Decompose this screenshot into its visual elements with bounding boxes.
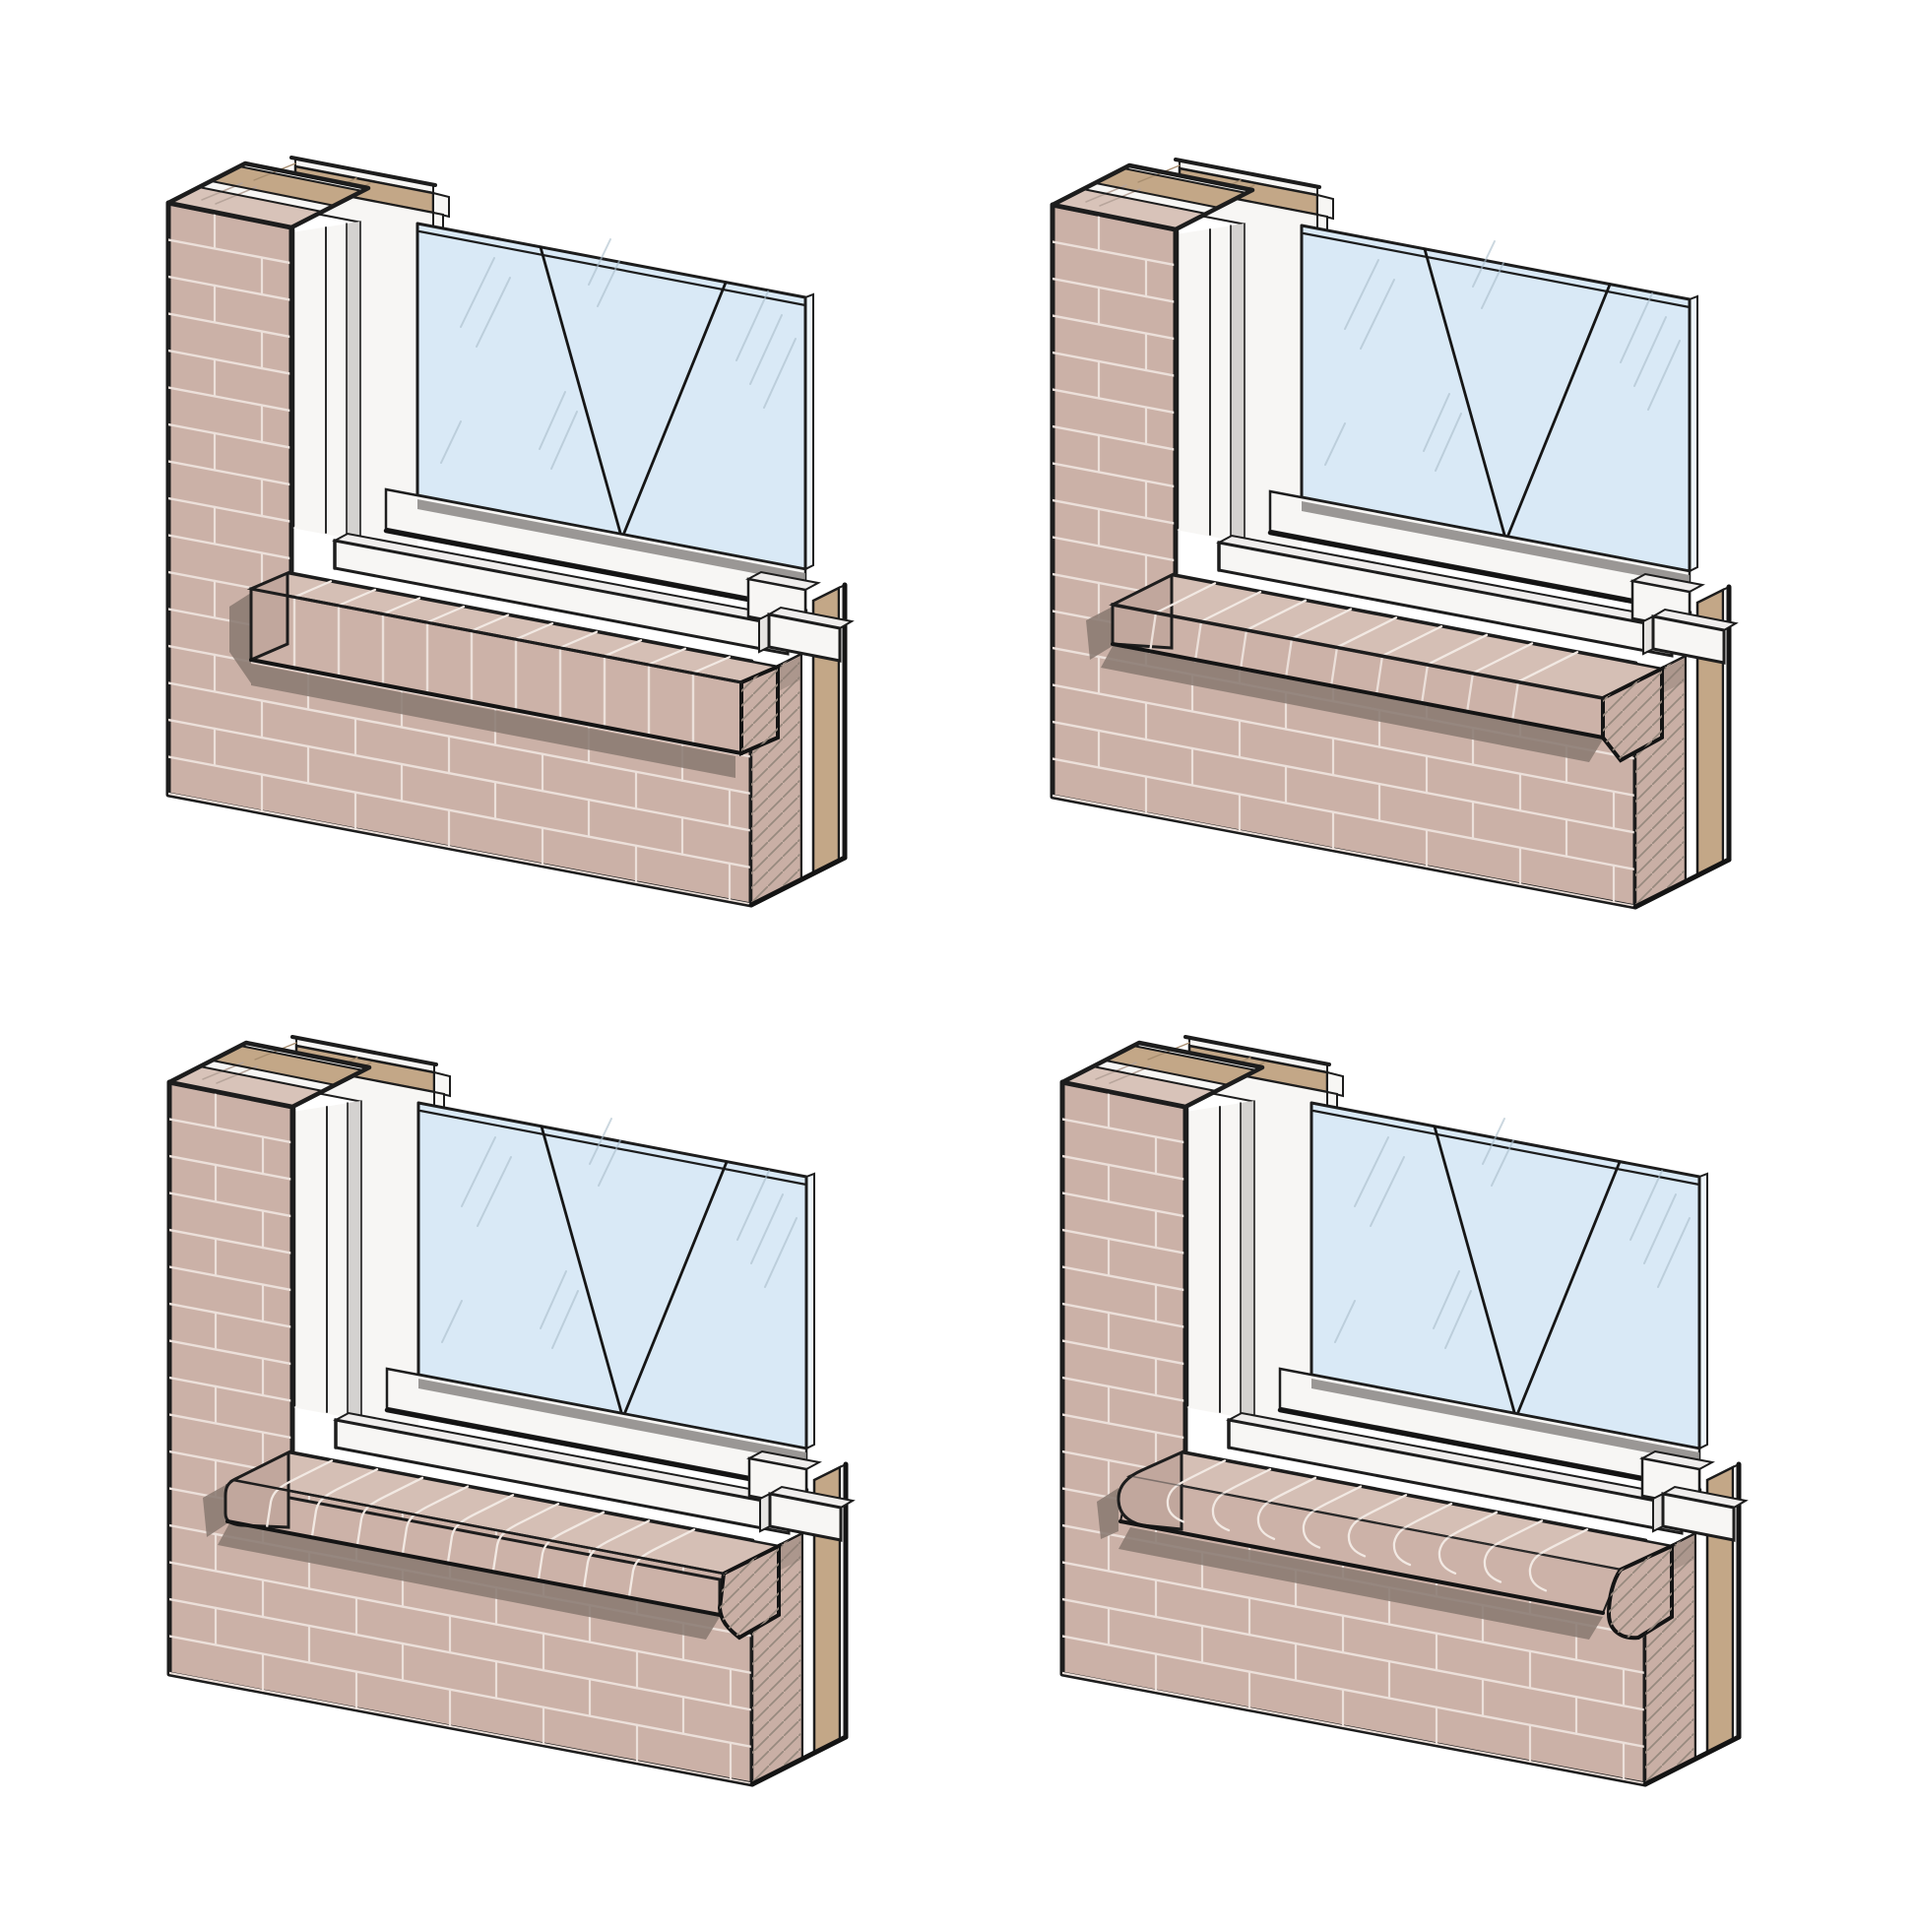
splayed-eased-sill-illustration	[166, 1035, 856, 1787]
splayed-sill-illustration	[1050, 158, 1739, 910]
flat-square-sill-illustration	[165, 156, 855, 908]
window-sill-detail-bullnose	[958, 966, 1916, 1932]
bullnose-sill-illustration	[1059, 1035, 1749, 1787]
window-sill-detail-splayed	[958, 0, 1916, 966]
window-sill-detail-flat-square	[0, 0, 958, 966]
window-sill-detail-splayed-eased	[0, 966, 958, 1932]
